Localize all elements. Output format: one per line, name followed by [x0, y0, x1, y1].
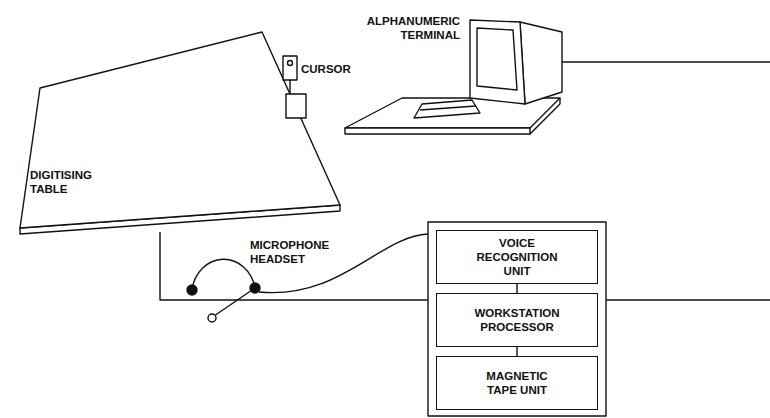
- monitor-screen: [477, 28, 517, 90]
- digitising-table: [20, 32, 340, 228]
- monitor-front: [470, 20, 525, 104]
- unit-label: MAGNETIC TAPE UNIT: [472, 369, 562, 397]
- cursor-body: [283, 56, 297, 80]
- keyboard: [414, 100, 480, 118]
- terminal-cable: [562, 61, 770, 62]
- unit-label: VOICE RECOGNITION UNIT: [472, 236, 562, 278]
- part-label: DIGITISING TABLE: [30, 168, 110, 196]
- earpiece: [187, 285, 197, 295]
- microphone: [208, 314, 216, 322]
- connector-line: [517, 284, 518, 293]
- part-label: ALPHANUMERIC TERMINAL: [356, 14, 460, 42]
- keyboard-keys: [420, 106, 476, 110]
- desk-edge: [559, 98, 560, 104]
- unit-box: MAGNETIC TAPE UNIT: [436, 356, 598, 410]
- headband: [192, 259, 255, 290]
- enclosure: [428, 222, 606, 416]
- earpiece: [250, 283, 260, 293]
- cursor-flap: [286, 94, 306, 118]
- desk-edge: [530, 104, 560, 134]
- unit-label: WORKSTATION PROCESSOR: [472, 306, 562, 334]
- microphone-boom: [214, 288, 255, 316]
- part-label: CURSOR: [301, 62, 371, 76]
- processor-cable: [606, 299, 770, 300]
- cursor-stem: [289, 80, 290, 94]
- connector-line: [517, 347, 518, 356]
- unit-box: WORKSTATION PROCESSOR: [436, 293, 598, 347]
- monitor-body: [520, 22, 562, 104]
- desk-edge: [345, 128, 530, 134]
- unit-box: VOICE RECOGNITION UNIT: [436, 230, 598, 284]
- table-cable: [160, 232, 428, 300]
- cursor-lens: [288, 61, 293, 66]
- part-label: MICROPHONE HEADSET: [250, 238, 342, 266]
